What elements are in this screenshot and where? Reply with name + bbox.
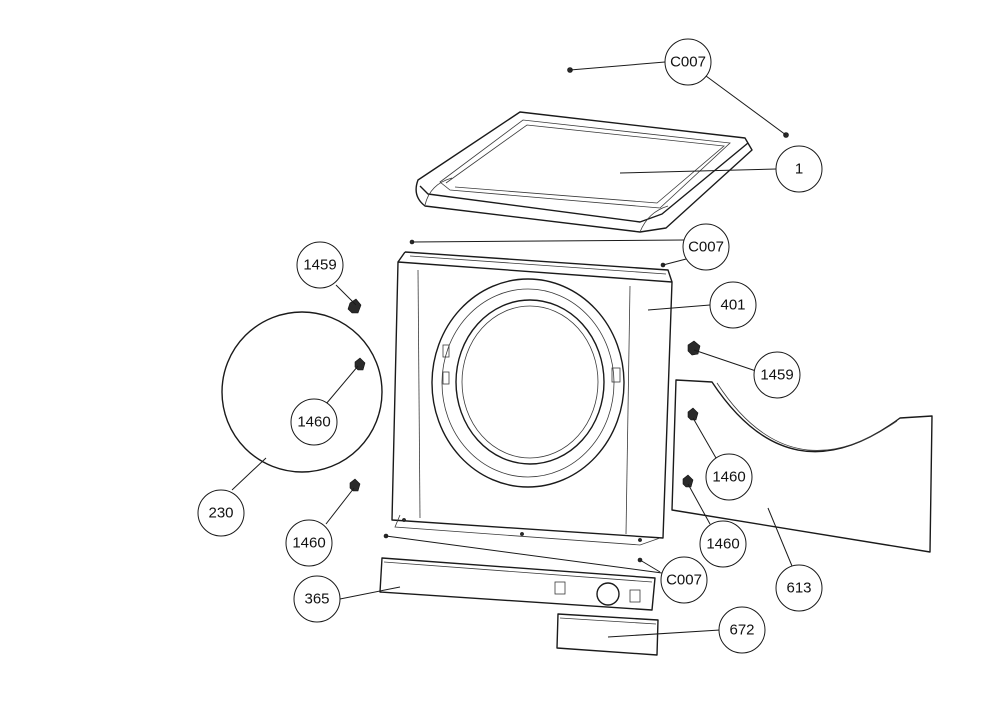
- callout-1459-right: 1459: [753, 351, 801, 399]
- callout-613: 613: [775, 564, 823, 612]
- callout-c007-mid: C007: [682, 223, 730, 271]
- callout-672: 672: [718, 606, 766, 654]
- callout-230: 230: [197, 489, 245, 537]
- callout-label: 1460: [706, 536, 739, 553]
- control-panel-part: [379, 557, 656, 611]
- callout-label: 613: [786, 580, 811, 597]
- front-panel-part: [391, 251, 673, 546]
- callout-label: 672: [729, 622, 754, 639]
- callout-1460-bottom: 1460: [285, 519, 333, 567]
- lower-panel-part: [671, 379, 933, 553]
- callout-c007-bottom: C007: [660, 556, 708, 604]
- callout-label: C007: [666, 572, 702, 589]
- callout-401: 401: [709, 281, 757, 329]
- callout-1460-right2: 1460: [699, 520, 747, 568]
- callout-1460-right1: 1460: [705, 453, 753, 501]
- door-circle-part: [221, 311, 383, 473]
- callout-label: 230: [208, 505, 233, 522]
- callout-label: 365: [304, 591, 329, 608]
- drawer-part: [556, 613, 659, 656]
- callout-label: C007: [670, 54, 706, 71]
- callout-label: 1460: [712, 469, 745, 486]
- callout-label: 401: [720, 297, 745, 314]
- callout-1: 1: [775, 145, 823, 193]
- callout-1459-left: 1459: [296, 241, 344, 289]
- callout-label: 1: [795, 161, 803, 178]
- callout-label: 1460: [297, 414, 330, 431]
- callout-label: C007: [688, 239, 724, 256]
- top-lid-part: [415, 111, 753, 233]
- callout-label: 1460: [292, 535, 325, 552]
- callout-365: 365: [293, 575, 341, 623]
- callout-label: 1459: [760, 367, 793, 384]
- leader-lines: [231, 61, 793, 638]
- callout-1460-left: 1460: [290, 398, 338, 446]
- callout-label: 1459: [303, 257, 336, 274]
- callout-c007-top: C007: [664, 38, 712, 86]
